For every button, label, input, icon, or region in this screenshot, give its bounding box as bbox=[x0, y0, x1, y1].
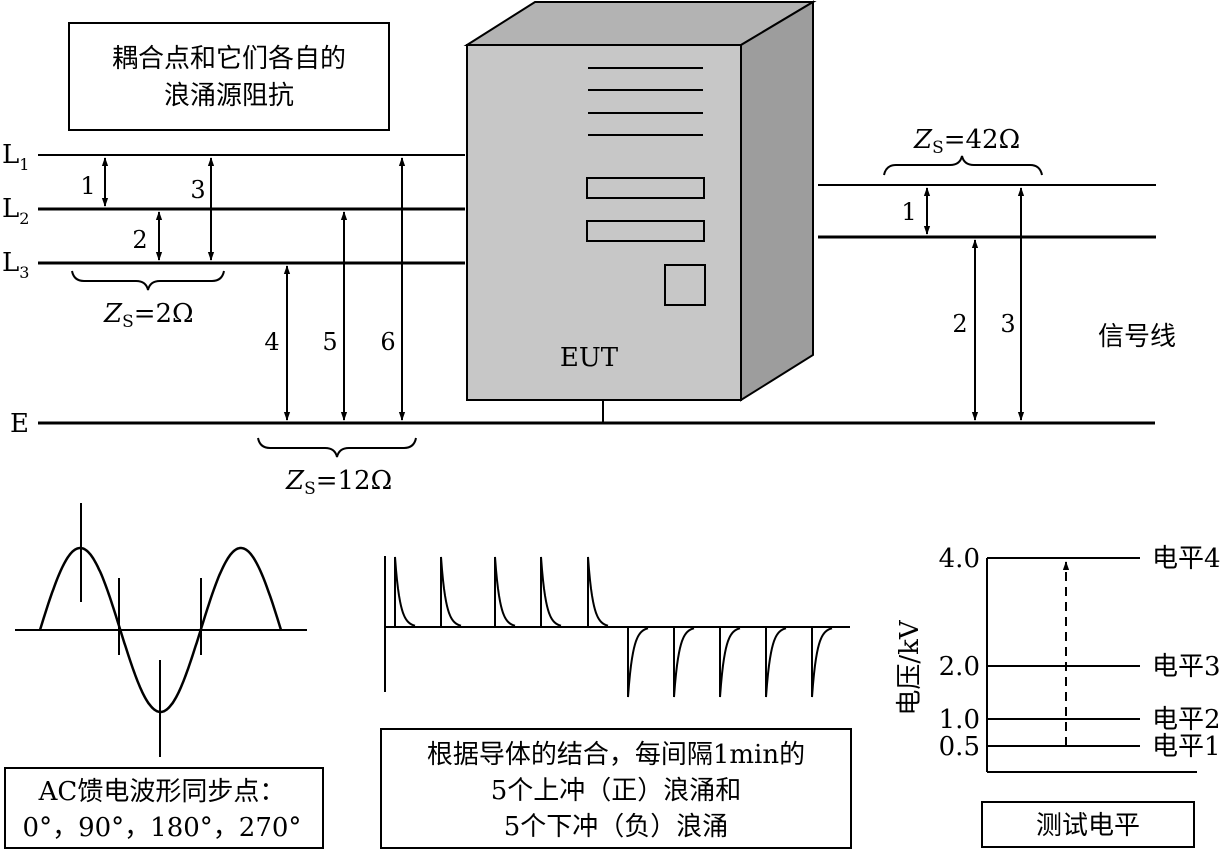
impedance-brace-2ohm: ZS=2Ω bbox=[71, 270, 225, 332]
arrow-2-label: 2 bbox=[132, 226, 147, 254]
signal-lines: 1 2 3 信号线 bbox=[818, 184, 1176, 421]
positive-surge-pulse-5 bbox=[587, 556, 609, 627]
signal-arrow-3-label: 3 bbox=[1000, 310, 1015, 338]
surge-caption-line2: 5个上冲（正）浪涌和 bbox=[491, 776, 742, 806]
ac-waveform bbox=[15, 503, 307, 757]
test-levels-chart: 4.0 2.0 1.0 0.5 电平4 电平3 电平2 电平1 电压/kV 测试… bbox=[895, 544, 1221, 848]
arrow-3-label: 3 bbox=[190, 176, 205, 204]
surge-caption-line3: 5个下冲（负）浪涌 bbox=[504, 812, 729, 842]
eut-side-face bbox=[740, 0, 814, 402]
negative-surge-pulse-5 bbox=[811, 627, 833, 698]
surge-caption-box: 根据导体的结合，每间隔1min的 5个上冲（正）浪涌和 5个下冲（负）浪涌 bbox=[380, 728, 852, 849]
coupling-caption-box: 耦合点和它们各自的 浪涌源阻抗 bbox=[68, 22, 390, 131]
eut-drive-slot bbox=[586, 177, 705, 199]
label-l3: L3 bbox=[2, 248, 29, 282]
label-l2: L2 bbox=[2, 194, 29, 228]
tick-1-0: 1.0 bbox=[939, 705, 980, 735]
impedance-brace-12ohm: ZS=12Ω bbox=[257, 437, 417, 499]
z-42ohm-label: ZS=42Ω bbox=[913, 125, 1020, 158]
level-2-label: 电平2 bbox=[1152, 705, 1221, 735]
tick-2-0: 2.0 bbox=[939, 652, 980, 682]
z-12ohm-label: ZS=12Ω bbox=[285, 466, 392, 499]
arrow-1-label: 1 bbox=[80, 172, 95, 200]
z-2ohm-label: ZS=2Ω bbox=[103, 299, 194, 332]
positive-surge-pulse-2 bbox=[440, 556, 462, 627]
negative-surge-pulse-4 bbox=[765, 627, 787, 698]
arrow-4-label: 4 bbox=[264, 328, 279, 356]
levels-y-label: 电压/kV bbox=[895, 619, 925, 716]
level-1-label: 电平1 bbox=[1152, 732, 1221, 762]
impedance-brace-42ohm: ZS=42Ω bbox=[883, 125, 1043, 176]
positive-surge-pulse-3 bbox=[494, 556, 516, 627]
surge-caption-line1: 根据导体的结合，每间隔1min的 bbox=[427, 740, 805, 770]
coupling-arrows-power: 1 2 3 4 5 6 bbox=[80, 157, 406, 421]
eut-drive-slot bbox=[586, 220, 705, 242]
pulse-group bbox=[394, 556, 833, 698]
positive-surge-pulse-4 bbox=[540, 556, 562, 627]
ac-sync-line2: 0°，90°，180°，270° bbox=[23, 813, 302, 843]
ac-sync-caption-box: AC馈电波形同步点： 0°，90°，180°，270° bbox=[4, 767, 324, 849]
label-earth: E bbox=[10, 409, 29, 439]
negative-surge-pulse-2 bbox=[673, 627, 695, 698]
tick-4-0: 4.0 bbox=[939, 544, 980, 574]
surge-pulse-train bbox=[384, 556, 850, 698]
signal-arrow-2-label: 2 bbox=[952, 310, 967, 338]
negative-surge-pulse-1 bbox=[627, 627, 649, 698]
ac-sync-line1: AC馈电波形同步点： bbox=[38, 777, 286, 807]
signal-arrow-1-label: 1 bbox=[901, 198, 916, 226]
arrow-5-label: 5 bbox=[322, 328, 337, 356]
test-levels-caption-box bbox=[981, 801, 1195, 848]
signal-line-label: 信号线 bbox=[1098, 322, 1176, 352]
level-4-label: 电平4 bbox=[1152, 544, 1221, 574]
eut-label: EUT bbox=[560, 343, 619, 373]
positive-surge-pulse-1 bbox=[394, 556, 416, 627]
label-l1: L1 bbox=[2, 140, 29, 174]
power-lines: L1 L2 L3 E bbox=[2, 140, 1155, 439]
level-3-label: 电平3 bbox=[1152, 652, 1221, 682]
negative-surge-pulse-3 bbox=[719, 627, 741, 698]
test-levels-caption: 测试电平 bbox=[1036, 811, 1140, 841]
eut-cabinet: EUT bbox=[463, 0, 817, 423]
arrow-6-label: 6 bbox=[380, 328, 395, 356]
coupling-caption-line1: 耦合点和它们各自的 bbox=[112, 44, 346, 74]
tick-0-5: 0.5 bbox=[939, 732, 980, 762]
eut-button bbox=[664, 264, 706, 306]
coupling-caption-line2: 浪涌源阻抗 bbox=[164, 81, 294, 111]
